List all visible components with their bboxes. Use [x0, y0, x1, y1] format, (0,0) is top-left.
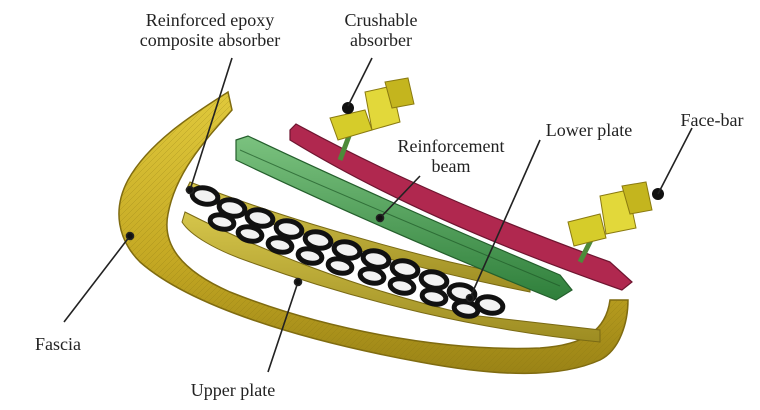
- label-fascia: Fascia: [18, 334, 98, 354]
- label-lower-plate: Lower plate: [524, 120, 654, 140]
- label-face-bar: Face-bar: [664, 110, 760, 130]
- leader-fascia: [64, 236, 130, 322]
- label-reinforced-epoxy-absorber: Reinforced epoxy composite absorber: [110, 10, 310, 50]
- label-upper-plate: Upper plate: [168, 380, 298, 400]
- label-crushable-absorber: Crushable absorber: [326, 10, 436, 50]
- label-reinforcement-beam: Reinforcement beam: [376, 136, 526, 176]
- crushable-absorber-right: [568, 182, 664, 262]
- leader-face-bar: [658, 128, 692, 194]
